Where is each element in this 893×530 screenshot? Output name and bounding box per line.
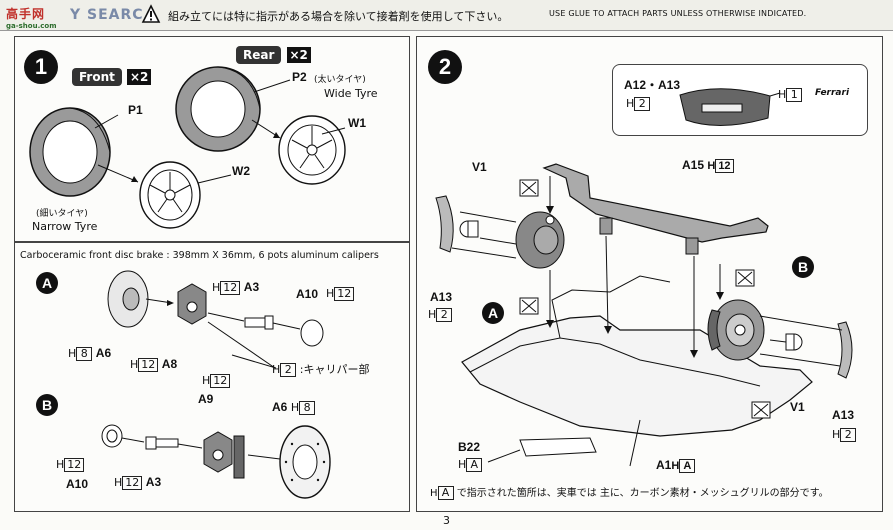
glue-note-jp: 組み立てには特に指示がある場合を除いて接着剤を使用して下さい。 — [168, 10, 509, 23]
label-a13-left: A13 — [430, 290, 453, 304]
label-a13-right: A13 — [832, 408, 855, 422]
ferrari-decal-text: Ferrari — [815, 88, 850, 98]
label-b22: B22 — [458, 440, 481, 454]
bracket-a15 — [542, 163, 769, 255]
cap-a10-bottom — [101, 424, 123, 448]
bolt-a3-top — [244, 315, 274, 330]
wide-tyre-p2 — [175, 66, 261, 152]
step2-marker-b: B — [792, 256, 814, 278]
label-a10-top: A10 — [296, 287, 319, 301]
narrow-tyre-jp: (細いタイヤ) — [36, 209, 88, 219]
wide-tyre-en: Wide Tyre — [324, 87, 378, 100]
label-v1-left: V1 — [472, 160, 487, 174]
cap-a10-top — [300, 319, 324, 347]
hub-left — [515, 211, 565, 269]
disc-a13-right — [837, 321, 853, 379]
narrow-tyre-p1 — [29, 107, 111, 197]
page-number: 3 — [443, 514, 450, 527]
front-tag: Front ×2 — [72, 66, 152, 86]
step1-number: 1 — [24, 50, 58, 84]
warning-icon — [141, 4, 161, 23]
inset-caliper-icon — [679, 88, 781, 126]
wide-tyre-jp: (太いタイヤ) — [314, 75, 366, 85]
rear-tag: Rear ×2 — [236, 44, 311, 64]
caliper-a8 — [177, 283, 207, 325]
caliper-a9 — [203, 431, 233, 473]
grille-b22 — [519, 437, 597, 457]
no-glue-icon — [519, 179, 771, 419]
rim-w1 — [278, 115, 346, 185]
spacer-v1-left — [459, 220, 479, 238]
part-p2-label: P2 — [292, 70, 307, 84]
brake-caption: Carboceramic front disc brake : 398mm X … — [20, 250, 379, 261]
step2-marker-a: A — [482, 302, 504, 324]
bolt-a3-bottom — [145, 436, 179, 450]
inset-title: A12・A13 — [624, 78, 681, 92]
part-w1-label: W1 — [348, 116, 366, 130]
part-w2-label: W2 — [232, 164, 250, 178]
narrow-tyre-en: Narrow Tyre — [32, 220, 98, 233]
site-name-fragment: Y SEARC — [70, 7, 144, 23]
pads — [233, 435, 245, 479]
spacer-v1-right — [785, 333, 803, 351]
disc-a6-large — [279, 425, 331, 499]
part-p1-label: P1 — [128, 103, 143, 117]
disc-a13-left — [435, 195, 454, 253]
glue-note-en: USE GLUE TO ATTACH PARTS UNLESS OTHERWIS… — [549, 9, 807, 18]
assembly-b-marker: B — [36, 394, 58, 416]
assembly-a-marker: A — [36, 272, 58, 294]
disc-brake-right — [707, 299, 765, 361]
label-a10-bottom: A10 — [66, 477, 89, 491]
rim-w2 — [139, 161, 201, 229]
label-v1-right: V1 — [790, 400, 805, 414]
label-a9: A9 — [198, 392, 214, 406]
step2-number: 2 — [428, 50, 462, 84]
